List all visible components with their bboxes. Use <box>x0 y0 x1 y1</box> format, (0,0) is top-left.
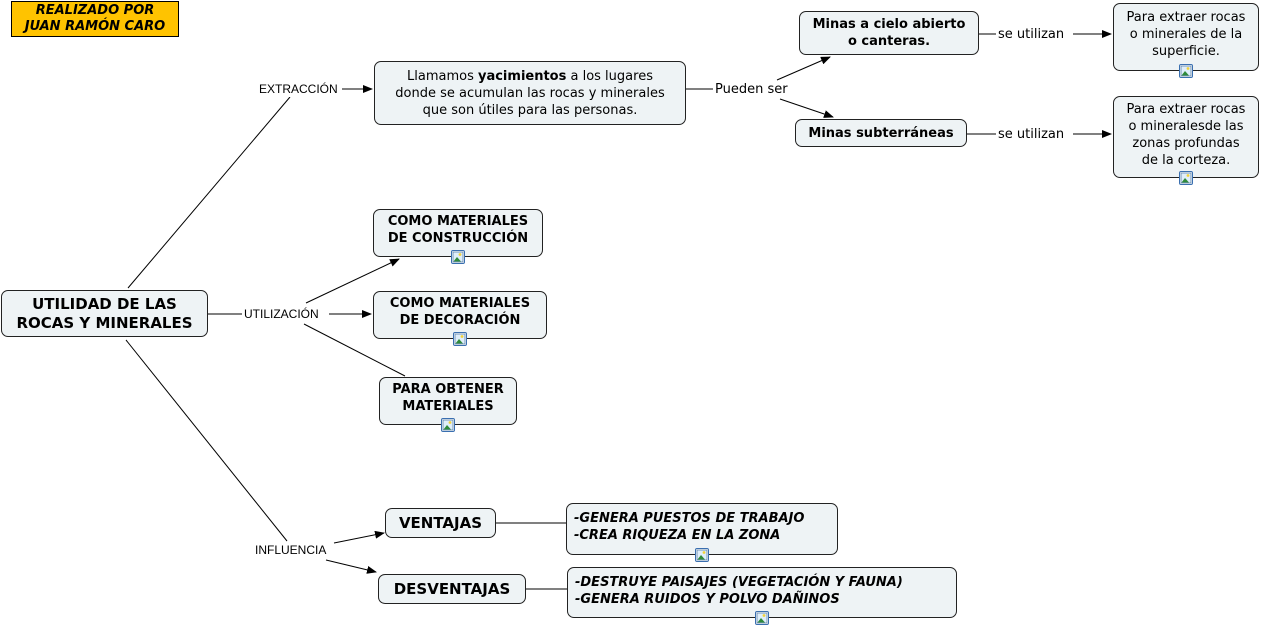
node-ventajas[interactable]: VENTAJAS <box>385 508 496 538</box>
link-label-se-utilizan-1: se utilizan <box>996 27 1067 42</box>
uso-profundas-label: Para extraer rocas o mineralesde las zon… <box>1126 102 1246 168</box>
node-construccion[interactable]: COMO MATERIALES DE CONSTRUCCIÓN <box>373 209 543 257</box>
yacimientos-text: Llamamos yacimientos a los lugares donde… <box>395 68 664 119</box>
node-decoracion[interactable]: COMO MATERIALES DE DECORACIÓN <box>373 291 547 339</box>
root-concept-label: UTILIDAD DE LAS ROCAS Y MINERALES <box>16 294 193 332</box>
link-label-utilizacion: UTILIZACIÓN <box>242 307 321 322</box>
minas-cielo-abierto[interactable]: Minas a cielo abierto o canteras. <box>799 11 979 55</box>
uso-profundas[interactable]: Para extraer rocas o mineralesde las zon… <box>1113 96 1259 178</box>
minas-sub-label: Minas subterráneas <box>808 125 954 141</box>
ventajas-list-text: -GENERA PUESTOS DE TRABAJO -CREA RIQUEZA… <box>574 511 805 543</box>
ventajas-list[interactable]: -GENERA PUESTOS DE TRABAJO -CREA RIQUEZA… <box>566 503 838 555</box>
root-concept[interactable]: UTILIDAD DE LAS ROCAS Y MINERALES <box>1 290 208 337</box>
link-label-se-utilizan-2: se utilizan <box>996 127 1067 142</box>
node-obtener-materiales[interactable]: PARA OBTENER MATERIALES <box>379 377 517 425</box>
image-attachment-icon[interactable] <box>451 250 465 264</box>
yacimientos-text-post: a los lugares donde se acumulan las roca… <box>395 68 665 118</box>
desventajas-list[interactable]: -DESTRUYE PAISAJES (VEGETACIÓN Y FAUNA) … <box>567 567 957 618</box>
construccion-label: COMO MATERIALES DE CONSTRUCCIÓN <box>387 214 529 246</box>
line-root-influencia <box>125 339 288 542</box>
image-attachment-icon[interactable] <box>695 548 709 562</box>
line-utilizacion-obtener <box>303 323 406 377</box>
image-attachment-icon[interactable] <box>441 418 455 432</box>
desventajas-label: DESVENTAJAS <box>393 579 511 598</box>
image-attachment-icon[interactable] <box>1179 64 1193 78</box>
minas-cielo-label: Minas a cielo abierto o canteras. <box>812 17 966 49</box>
uso-superficie-label: Para extraer rocas o minerales de la sup… <box>1126 10 1246 59</box>
yacimientos-concept[interactable]: Llamamos yacimientos a los lugares donde… <box>374 61 686 125</box>
desventajas-list-text: -DESTRUYE PAISAJES (VEGETACIÓN Y FAUNA) … <box>575 575 903 607</box>
minas-subterraneas[interactable]: Minas subterráneas <box>795 119 967 147</box>
author-credit: REALIZADO POR JUAN RAMÓN CARO <box>11 1 179 37</box>
arrow-influencia-desventajas <box>325 559 377 574</box>
ventajas-label: VENTAJAS <box>398 513 483 532</box>
image-attachment-icon[interactable] <box>453 332 467 346</box>
image-attachment-icon[interactable] <box>1179 171 1193 185</box>
link-label-influencia: INFLUENCIA <box>253 543 329 558</box>
arrow-influencia-ventajas <box>333 530 385 544</box>
arrow-pueden-sub <box>779 98 834 118</box>
node-desventajas[interactable]: DESVENTAJAS <box>378 574 526 604</box>
line-root-extraccion <box>127 96 291 289</box>
link-label-extraccion: EXTRACCIÓN <box>257 82 340 97</box>
link-label-pueden-ser: Pueden ser <box>713 82 790 97</box>
obtener-label: PARA OBTENER MATERIALES <box>392 382 504 414</box>
arrow-pueden-cielo <box>776 56 831 81</box>
arrow-utilizacion-construccion <box>305 258 400 304</box>
image-attachment-icon[interactable] <box>755 611 769 625</box>
decoracion-label: COMO MATERIALES DE DECORACIÓN <box>389 296 531 328</box>
yacimientos-keyword: yacimientos <box>477 68 567 84</box>
yacimientos-text-pre: Llamamos <box>407 68 478 84</box>
uso-superficie[interactable]: Para extraer rocas o minerales de la sup… <box>1113 3 1259 71</box>
